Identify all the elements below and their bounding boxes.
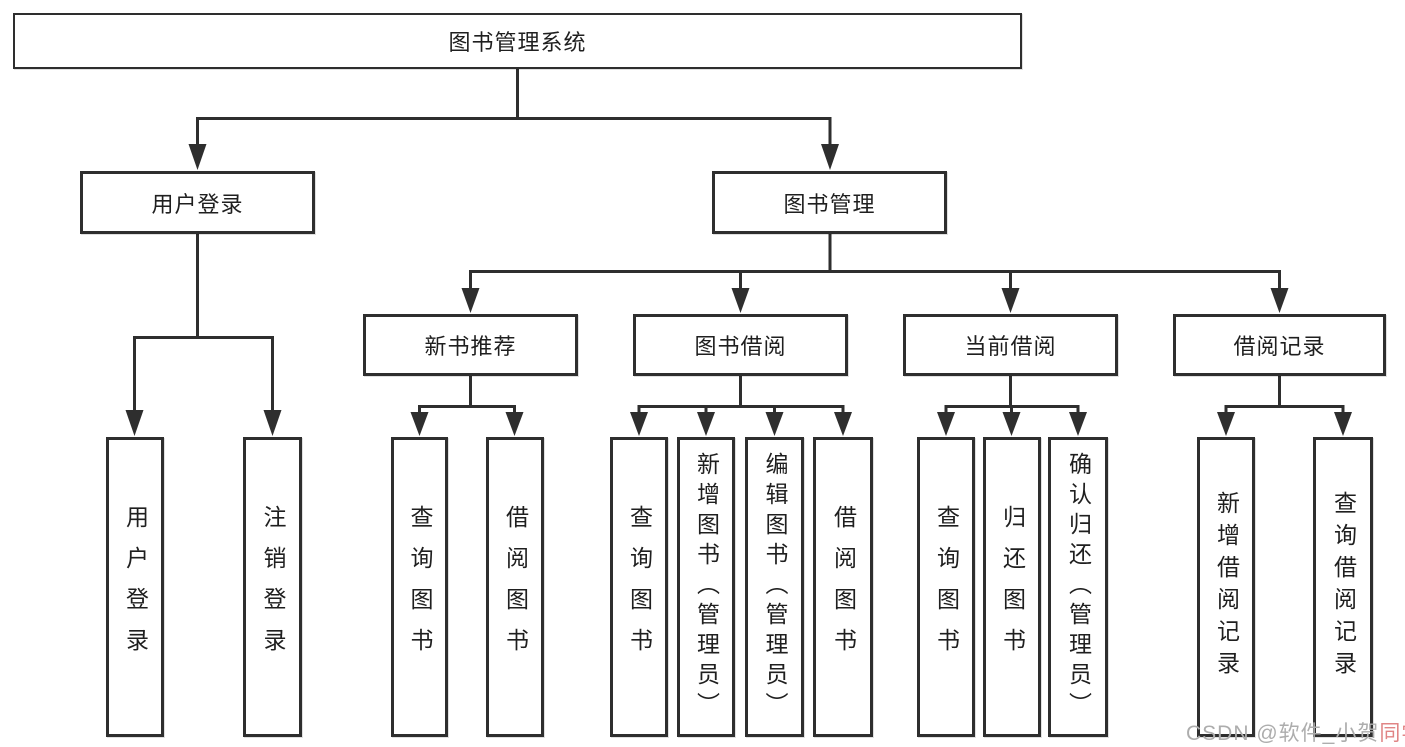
node-query-book-current: 查询图书 (917, 437, 975, 737)
node-edit-book-label: 编辑图书（管理员） (762, 452, 788, 722)
node-confirm-return: 确认归还（管理员） (1048, 437, 1108, 737)
node-book-mgmt: 图书管理 (712, 171, 947, 234)
node-confirm-return-label: 确认归还（管理员） (1065, 452, 1092, 722)
connector-current-to-children (937, 376, 1087, 436)
node-query-borrow-record: 查询借阅记录 (1313, 437, 1373, 737)
node-new-book-rec: 新书推荐 (363, 314, 578, 376)
connector-newrec-to-children (410, 376, 524, 436)
watermark-red-text: 同学 (1379, 722, 1405, 745)
node-borrow-record: 借阅记录 (1173, 314, 1386, 376)
node-return-book-label: 归还图书 (999, 505, 1026, 669)
node-user-login-action: 用户登录 (106, 437, 164, 737)
node-borrow-book-label: 借阅图书 (830, 505, 857, 669)
node-add-book: 新增图书（管理员） (677, 437, 735, 737)
node-current-borrow: 当前借阅 (903, 314, 1118, 376)
node-user-login: 用户登录 (80, 171, 315, 234)
node-borrow-book-rec-label: 借阅图书 (502, 505, 529, 669)
node-add-book-label: 新增图书（管理员） (693, 452, 720, 722)
watermark-gray-text: CSDN @软件_小贺 (1186, 722, 1380, 745)
node-query-book-current-label: 查询图书 (933, 505, 960, 669)
node-query-borrow-record-label: 查询借阅记录 (1330, 491, 1357, 683)
node-root: 图书管理系统 (13, 13, 1022, 69)
node-add-borrow-record-label: 新增借阅记录 (1213, 491, 1240, 683)
csdn-watermark: CSDN @软件_小贺同学 (1186, 717, 1405, 747)
connector-mgmt-to-groups (461, 234, 1289, 313)
node-query-book-rec: 查询图书 (391, 437, 448, 737)
node-query-book-rec-label: 查询图书 (407, 505, 433, 669)
connector-record-to-children (1217, 376, 1352, 436)
node-add-borrow-record: 新增借阅记录 (1197, 437, 1255, 737)
connector-root-to-level2 (188, 69, 839, 170)
node-return-book: 归还图书 (983, 437, 1041, 737)
node-logout: 注销登录 (243, 437, 302, 737)
node-user-login-action-label: 用户登录 (122, 505, 149, 669)
node-borrow-book-rec: 借阅图书 (486, 437, 544, 737)
connector-login-to-children (125, 234, 282, 436)
connector-borrow-to-children (630, 376, 852, 436)
node-book-borrow: 图书借阅 (633, 314, 848, 376)
node-query-book-borrow-label: 查询图书 (626, 505, 653, 669)
node-borrow-book: 借阅图书 (813, 437, 873, 737)
node-edit-book: 编辑图书（管理员） (745, 437, 804, 737)
node-query-book-borrow: 查询图书 (610, 437, 668, 737)
node-logout-label: 注销登录 (260, 505, 286, 669)
